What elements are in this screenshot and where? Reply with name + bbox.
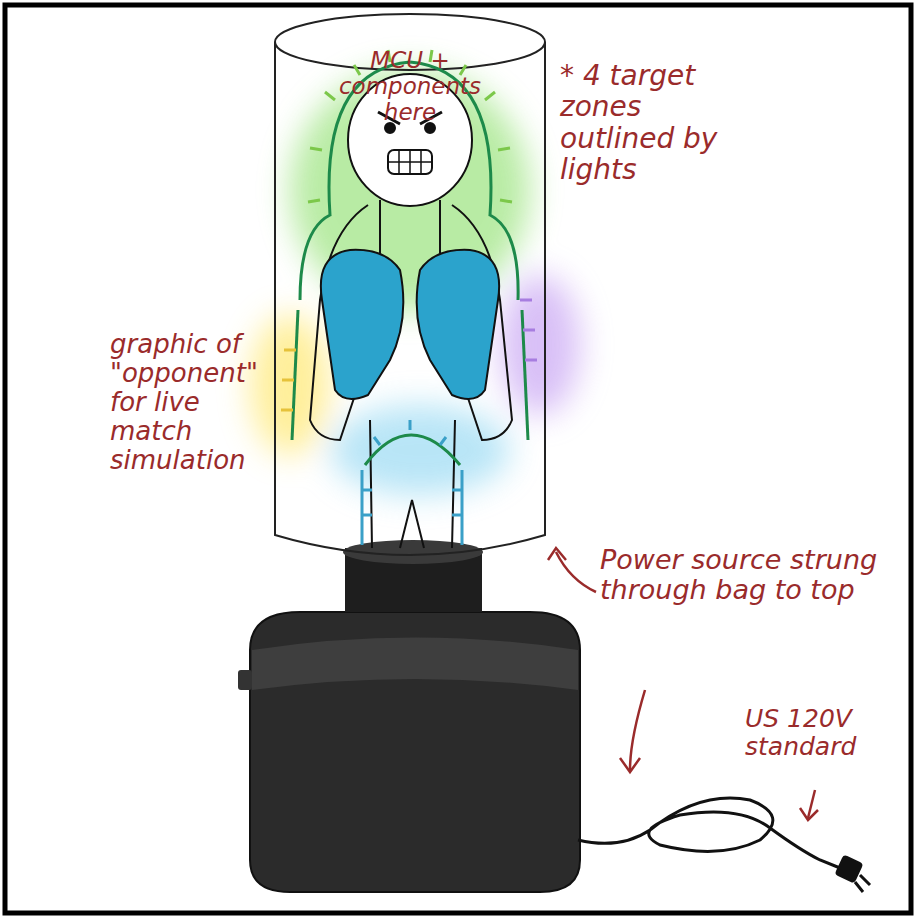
graphic-note: graphic of "opponent" for live match sim… — [110, 330, 272, 476]
base-rim — [252, 638, 578, 691]
power-cord — [578, 798, 840, 868]
voltage-note: US 120V standard — [745, 705, 895, 761]
target-outline — [292, 62, 528, 545]
boxing-glove — [321, 250, 499, 399]
power-note: Power source strung through bag to top — [600, 545, 900, 605]
bag-base — [250, 612, 580, 892]
zone-note: * 4 target zones outlined by lights — [560, 60, 760, 185]
component-note: MCU + components here — [320, 48, 500, 125]
opponent-figure — [310, 74, 512, 548]
frame — [5, 5, 911, 913]
plug — [834, 854, 870, 892]
switch — [238, 670, 252, 690]
